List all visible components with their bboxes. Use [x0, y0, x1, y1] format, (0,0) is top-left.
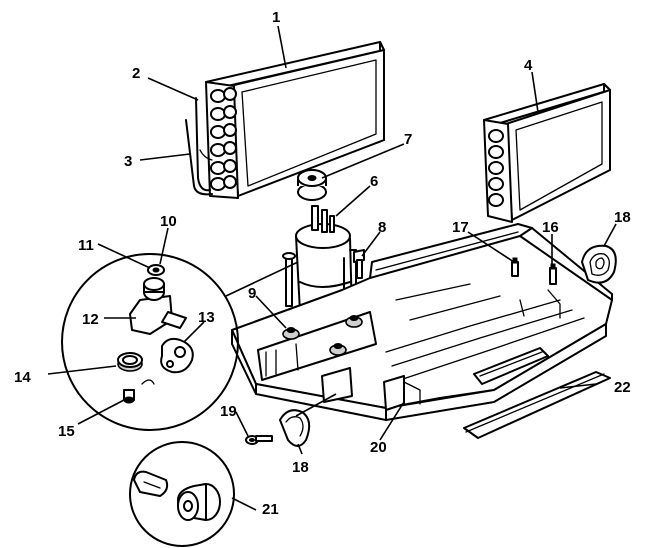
evaporator-coil [483, 83, 611, 223]
callout-19: 19 [220, 403, 237, 420]
callout-3: 3 [124, 153, 132, 170]
callout-18-bottom: 18 [292, 459, 309, 476]
detail-circle-valve [61, 253, 299, 431]
callout-4: 4 [524, 57, 533, 74]
callout-18-top: 18 [614, 209, 631, 226]
callout-6: 6 [370, 173, 378, 190]
isolator-top [581, 244, 617, 284]
callout-13: 13 [198, 309, 215, 326]
callout-14: 14 [14, 369, 31, 386]
callout-8: 8 [378, 219, 386, 236]
coil-tube-bends [210, 87, 237, 191]
isolator-bottom [279, 409, 311, 447]
callout-15: 15 [58, 423, 75, 440]
detail-circle-bushing [129, 441, 235, 547]
callout-1: 1 [272, 9, 280, 26]
callout-11: 11 [78, 237, 94, 254]
pin-part-16 [549, 263, 557, 285]
callout-7: 7 [404, 131, 412, 148]
mounting-bolt [282, 252, 296, 307]
grommet-part [297, 169, 327, 201]
callout-12: 12 [82, 311, 99, 328]
callout-9: 9 [248, 285, 256, 302]
callout-21: 21 [262, 501, 279, 518]
callout-16: 16 [542, 219, 559, 236]
screw-part-19 [245, 435, 273, 445]
callout-10: 10 [160, 213, 177, 230]
evap-tube-bends [488, 129, 504, 207]
seal-strip [463, 371, 611, 439]
condenser-coil [185, 41, 385, 199]
callout-20: 20 [370, 439, 387, 456]
base-pan [231, 223, 613, 421]
leader-lines [47, 25, 617, 511]
callout-17: 17 [452, 219, 469, 236]
callout-labels: 1 2 3 4 7 6 8 10 11 17 16 18 9 12 13 14 … [14, 9, 631, 518]
callout-2: 2 [132, 65, 140, 82]
screw-part-8 [353, 249, 365, 279]
callout-22: 22 [614, 379, 631, 396]
